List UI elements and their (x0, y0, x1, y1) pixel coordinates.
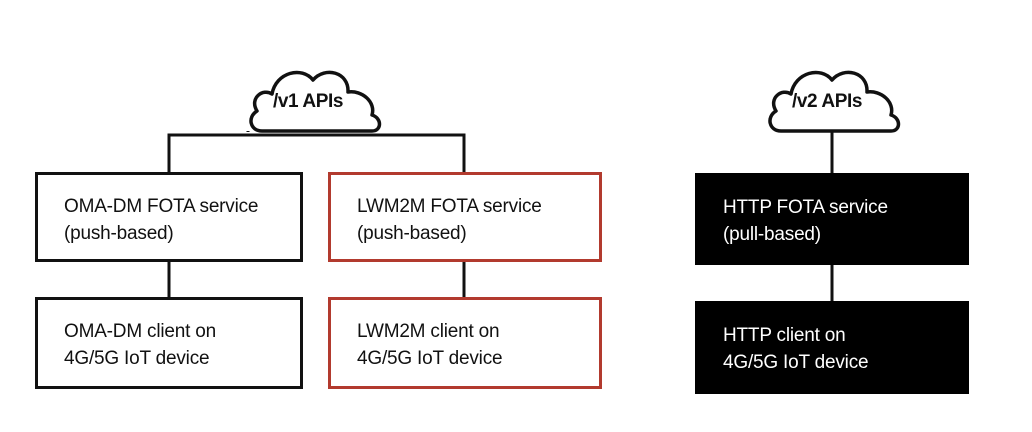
http-fota-service-box: HTTP FOTA service (pull-based) (695, 173, 969, 265)
http-client-box: HTTP client on 4G/5G IoT device (695, 301, 969, 394)
cloud-v1-label: /v1 APIs (272, 91, 344, 112)
omadm-client-box: OMA-DM client on 4G/5G IoT device (35, 297, 303, 389)
cloud-v2-icon (768, 70, 901, 133)
box-subtitle: 4G/5G IoT device (64, 348, 210, 369)
cloud-v1-icon (249, 70, 382, 133)
box-title: HTTP FOTA service (723, 197, 888, 218)
box-subtitle: (pull-based) (723, 224, 821, 245)
box-title: LWM2M FOTA service (357, 196, 542, 217)
box-subtitle: 4G/5G IoT device (723, 352, 869, 373)
box-title: LWM2M client on (357, 321, 500, 342)
box-title: OMA-DM client on (64, 321, 217, 342)
lwm2m-fota-service-box: LWM2M FOTA service (push-based) (328, 172, 602, 262)
omadm-fota-service-box: OMA-DM FOTA service (push-based) (35, 172, 303, 262)
box-subtitle: (push-based) (64, 223, 174, 244)
connector-v1-bracket (167, 133, 466, 173)
box-title: HTTP client on (723, 325, 846, 346)
box-title: OMA-DM FOTA service (64, 196, 259, 217)
box-subtitle: (push-based) (357, 223, 467, 244)
cloud-v2-label: /v2 APIs (791, 91, 863, 112)
lwm2m-client-box: LWM2M client on 4G/5G IoT device (328, 297, 602, 389)
box-subtitle: 4G/5G IoT device (357, 348, 503, 369)
